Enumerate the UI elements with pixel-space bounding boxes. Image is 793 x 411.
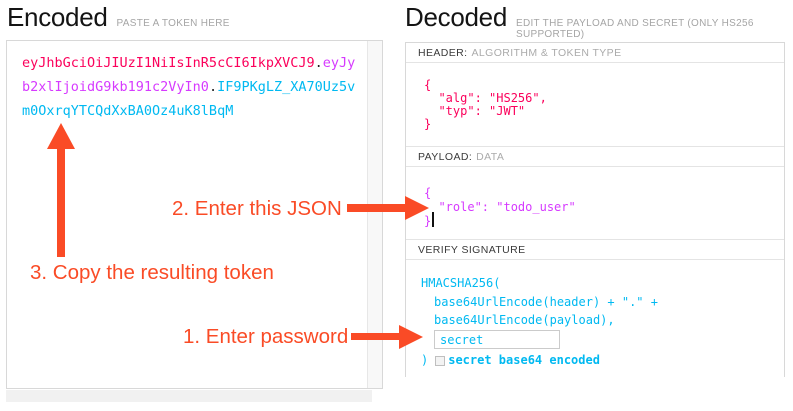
verify-label-primary: VERIFY SIGNATURE [418, 243, 526, 256]
verify-signature-section: HMACSHA256( base64UrlEncode(header) + ".… [406, 276, 784, 389]
hmac-code-line3: base64UrlEncode(payload), [434, 313, 615, 327]
enter-password-arrow-right-icon [399, 325, 423, 349]
decoded-title: Decoded [405, 2, 507, 32]
decoded-header: Decoded EDIT THE PAYLOAD AND SECRET (ONL… [405, 2, 793, 40]
payload-json-editor[interactable]: { "role": "todo_user" } [406, 167, 784, 240]
hmac-close-paren: ) [421, 353, 429, 367]
decoded-subtitle: EDIT THE PAYLOAD AND SECRET (ONLY HS256 … [515, 18, 754, 40]
enter-password-arrow-shaft [351, 333, 399, 340]
base64-encoded-label: secret base64 encoded [448, 353, 600, 367]
token-separator-dot: . [208, 79, 218, 95]
vertical-scrollbar[interactable] [367, 41, 382, 388]
verify-section-label: VERIFY SIGNATURE [406, 240, 784, 260]
header-label-primary: HEADER: [418, 46, 468, 59]
payload-section-label: PAYLOAD: DATA [406, 147, 784, 167]
enter-json-arrow-shaft [347, 204, 405, 212]
header-label-secondary: ALGORITHM & TOKEN TYPE [471, 46, 622, 59]
encoded-header: Encoded PASTE A TOKEN HERE [7, 2, 230, 33]
verify-last-row: ) secret base64 encoded [421, 353, 784, 367]
hmac-code-line1: HMACSHA256( [421, 276, 501, 290]
header-json-editor[interactable]: { "alg": "HS256", "typ": "JWT" } [406, 63, 784, 147]
token-separator-dot: . [314, 55, 323, 71]
payload-label-primary: PAYLOAD: [418, 150, 473, 163]
payload-json[interactable]: { "role": "todo_user" } [424, 186, 576, 228]
token-payload-segment: eyJyb2xlIjoidG9kb191c2VyIn0 [22, 55, 356, 95]
payload-label-secondary: DATA [476, 150, 505, 163]
annotation-step2: 2. Enter this JSON [172, 197, 342, 220]
encoded-subtitle: PASTE A TOKEN HERE [116, 18, 230, 29]
header-section-label: HEADER: ALGORITHM & TOKEN TYPE [406, 43, 784, 63]
header-json[interactable]: { "alg": "HS256", "typ": "JWT" } [424, 78, 547, 131]
annotation-step1: 1. Enter password [183, 325, 349, 348]
annotation-step3: 3. Copy the resulting token [30, 261, 274, 284]
encoded-title: Encoded [7, 2, 108, 32]
text-cursor [432, 212, 434, 227]
hmac-code-line2: base64UrlEncode(header) + "." + [434, 295, 658, 309]
copy-token-arrow-up-icon [47, 123, 75, 149]
jwt-token-text[interactable]: eyJhbGciOiJIUzI1NiIsInR5cCI6IkpXVCJ9.eyJ… [22, 51, 358, 123]
encoded-token-editor[interactable]: eyJhbGciOiJIUzI1NiIsInR5cCI6IkpXVCJ9.eyJ… [6, 40, 383, 389]
base64-encoded-checkbox[interactable] [435, 355, 446, 366]
token-header-segment: eyJhbGciOiJIUzI1NiIsInR5cCI6IkpXVCJ9 [22, 55, 315, 71]
enter-json-arrow-right-icon [405, 196, 429, 220]
secret-input[interactable] [434, 330, 560, 349]
decoded-panel: HEADER: ALGORITHM & TOKEN TYPE { "alg": … [405, 42, 785, 389]
token-signature-segment: IF9PKgLZ_XA70Uz5vm0OxrqYTCQdXxBA0Oz4uK8l… [22, 79, 356, 119]
copy-token-arrow-shaft [57, 148, 65, 257]
horizontal-scrollbar[interactable] [6, 390, 372, 402]
